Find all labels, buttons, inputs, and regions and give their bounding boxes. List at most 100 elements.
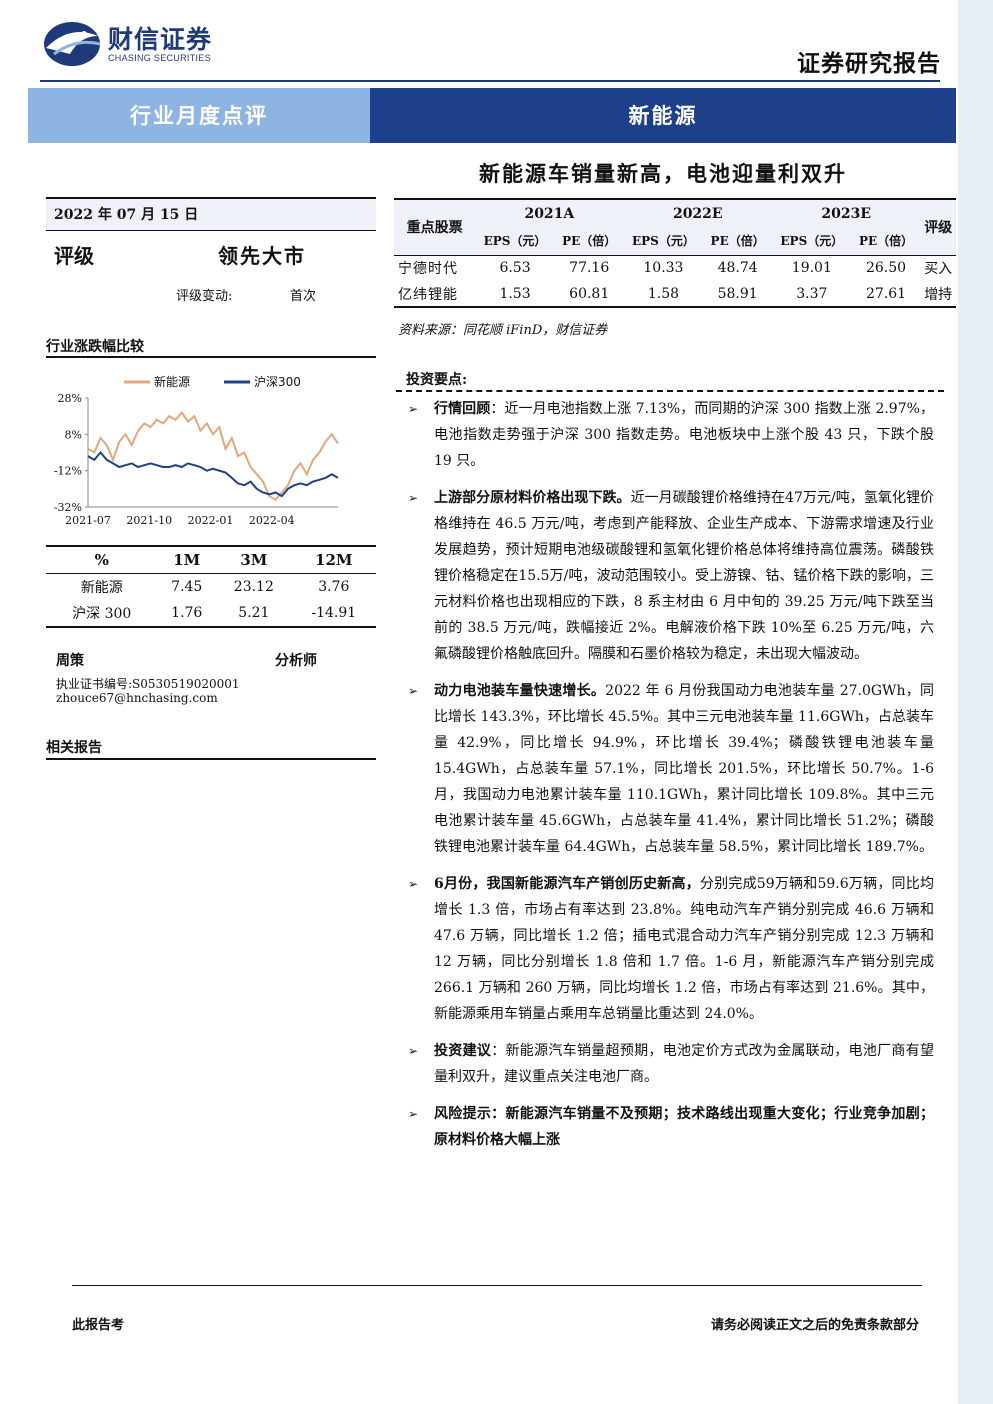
category-band: 行业月度点评 [28, 88, 370, 143]
table-row: 沪深 300 1.76 5.21 -14.91 [46, 600, 376, 627]
y-tick-label: 28% [58, 392, 82, 405]
list-item: ➢ 6月份，我国新能源汽车产销创历史新高，分别完成59万辆和59.6万辆，同比均… [408, 871, 934, 1027]
rating-value: 领先大市 [218, 244, 306, 268]
analyst-certificate: 执业证书编号:S0530519020001 [56, 677, 240, 691]
list-item: ➢ 风险提示：新能源汽车销量不及预期；技术路线出现重大变化；行业竞争加剧；原材料… [408, 1101, 934, 1153]
analyst-name: 周策 [56, 653, 84, 669]
report-kind: 证券研究报告 [797, 50, 941, 77]
stock-cell: 10.33 [643, 260, 684, 277]
sector-band: 新能源 [370, 88, 956, 143]
list-item: ➢ 行情回顾：近一月电池指数上涨 7.13%，而同期的沪深 300 指数上涨 2… [408, 396, 934, 474]
rating-label: 评级 [54, 244, 94, 268]
bullet-text: 新能源汽车销量超预期，电池定价方式改为金属联动，电池厂商有望量利双升，建议重点关… [434, 1043, 935, 1085]
key-points-divider [396, 390, 944, 392]
arrow-bullet-icon: ➢ [408, 491, 419, 505]
x-tick-label: 2022-04 [249, 514, 295, 527]
stock-cell: 19.01 [791, 260, 832, 277]
stock-rating: 增持 [924, 286, 953, 303]
stock-name: 宁德时代 [398, 261, 458, 278]
perf-cell: 沪深 300 [72, 606, 132, 622]
list-item: ➢ 投资建议：新能源汽车销量超预期，电池定价方式改为金属联动，电池厂商有望量利双… [408, 1038, 934, 1090]
stock-cell: 6.53 [499, 260, 531, 277]
list-item: ➢ 动力电池装车量快速增长。2022 年 6 月份我国动力电池装车量 27.0G… [408, 678, 934, 860]
analyst-email[interactable]: zhouce67@hnchasing.com [56, 691, 218, 705]
arrow-bullet-icon: ➢ [408, 1044, 419, 1058]
disclaimer-notice: 请务必阅读正文之后的免责条款部分 [710, 1318, 919, 1333]
related-reports-rule [46, 758, 376, 760]
stock-cell: 26.50 [865, 260, 907, 277]
stock-cell: 60.81 [569, 285, 610, 302]
bullet-separator: ： [491, 1043, 506, 1059]
arrow-bullet-icon: ➢ [408, 684, 419, 698]
perf-cell: 23.12 [233, 578, 274, 595]
bullet-text: 分别完成59万辆和59.6万辆，同比均增长 1.3 倍，市场占有率达到 23.8… [434, 876, 934, 1022]
list-item: ➢ 上游部分原材料价格出现下跌。近一月碳酸锂价格维持在47万元/吨，氢氧化锂价格… [408, 485, 934, 667]
key-points-title: 投资要点: [406, 372, 468, 388]
stock-cell: 27.61 [865, 285, 907, 302]
stock-header-year: 2021A [524, 205, 575, 222]
stock-subheader: PE（倍） [562, 234, 617, 249]
report-date: 2022 年 07 月 15 日 [46, 197, 376, 231]
brand-name-en: CHASING SECURITIES [108, 53, 211, 63]
bullet-lead: 行情回顾 [434, 401, 491, 417]
bullet-text: 近一月电池指数上涨 7.13%，而同期的沪深 300 指数上涨 2.97%，电池… [434, 401, 935, 469]
perf-header-cell: 12M [315, 550, 353, 569]
stock-name: 亿纬锂能 [398, 286, 458, 303]
stock-cell: 3.37 [796, 285, 828, 302]
bullet-lead: 风险提示：新能源汽车销量不及预期；技术路线出现重大变化；行业竞争加剧；原材料价格… [434, 1106, 934, 1148]
stock-rating: 买入 [924, 261, 953, 278]
bullet-text: 2022 年 6 月份我国动力电池装车量 27.0GWh，同比增长 143.3%… [434, 683, 934, 855]
stock-subheader: EPS（元） [632, 234, 695, 249]
footer-divider [72, 1285, 922, 1286]
comparison-rule [46, 356, 376, 358]
report-headline: 新能源车销量新高，电池迎量利双升 [479, 161, 847, 186]
performance-table: % 1M 3M 12M 新能源 7.45 23.12 3.76 沪深 300 1… [46, 545, 376, 628]
x-tick-label: 2021-10 [126, 514, 172, 527]
series-line-1 [87, 450, 339, 498]
perf-cell: 新能源 [80, 579, 123, 596]
stock-subheader: PE（倍） [710, 234, 765, 249]
rating-change-label: 评级变动: [176, 289, 233, 304]
perf-cell: 5.21 [238, 605, 270, 621]
perf-header-cell: 3M [240, 550, 268, 569]
chasing-securities-logo-icon [44, 22, 101, 66]
right-margin-strip [958, 0, 993, 1404]
stock-header-key: 重点股票 [406, 220, 463, 237]
table-row: 宁德时代 6.53 77.16 10.33 48.74 19.01 26.50 … [394, 255, 956, 281]
related-reports-title: 相关报告 [46, 740, 102, 756]
stock-table-subheader: EPS（元） PE（倍） EPS（元） PE（倍） EPS（元） PE（倍） [394, 227, 956, 255]
table-row: 新能源 7.45 23.12 3.76 [46, 573, 376, 600]
perf-cell: 3.76 [318, 578, 350, 595]
analyst-role: 分析师 [275, 653, 317, 669]
arrow-bullet-icon: ➢ [408, 402, 419, 416]
footer-left-text: 此报告考 [72, 1318, 125, 1333]
series-line-0 [87, 410, 339, 501]
bullet-lead: 6月份，我国新能源汽车产销创历史新高， [434, 876, 700, 892]
stock-header-year: 2023E [821, 205, 871, 222]
bullet-separator: ： [490, 401, 505, 417]
stock-header-year: 2022E [672, 205, 723, 222]
legend-label: 新能源 [154, 374, 190, 389]
stock-cell: 1.58 [647, 285, 680, 302]
performance-table-header: % 1M 3M 12M [46, 546, 376, 573]
arrow-bullet-icon: ➢ [408, 1107, 419, 1121]
stock-cell: 58.91 [717, 285, 758, 302]
bullet-lead: 动力电池装车量快速增长。 [434, 683, 606, 699]
table-row: 亿纬锂能 1.53 60.81 1.58 58.91 3.37 27.61 增持 [394, 281, 956, 307]
bullet-lead: 投资建议 [434, 1043, 492, 1059]
bullet-lead: 上游部分原材料价格出现下跌。 [434, 490, 631, 506]
rating-change-value: 首次 [290, 289, 317, 304]
bullet-text: 近一月碳酸锂价格维持在47万元/吨，氢氧化锂价格维持在 46.5 万元/吨，考虑… [434, 490, 935, 662]
stock-subheader: EPS（元） [780, 234, 844, 249]
x-tick-label: 2021-07 [65, 514, 111, 527]
y-tick-label: -32% [54, 501, 82, 514]
stock-subheader: PE（倍） [858, 234, 914, 249]
stock-cell: 77.16 [569, 260, 610, 277]
legend-label: 沪深300 [254, 375, 301, 389]
perf-header-cell: % [94, 550, 109, 569]
key-points-list: ➢ 行情回顾：近一月电池指数上涨 7.13%，而同期的沪深 300 指数上涨 2… [408, 396, 934, 1164]
stock-cell: 48.74 [717, 260, 758, 277]
perf-cell: -14.91 [311, 605, 357, 621]
arrow-bullet-icon: ➢ [408, 877, 419, 891]
